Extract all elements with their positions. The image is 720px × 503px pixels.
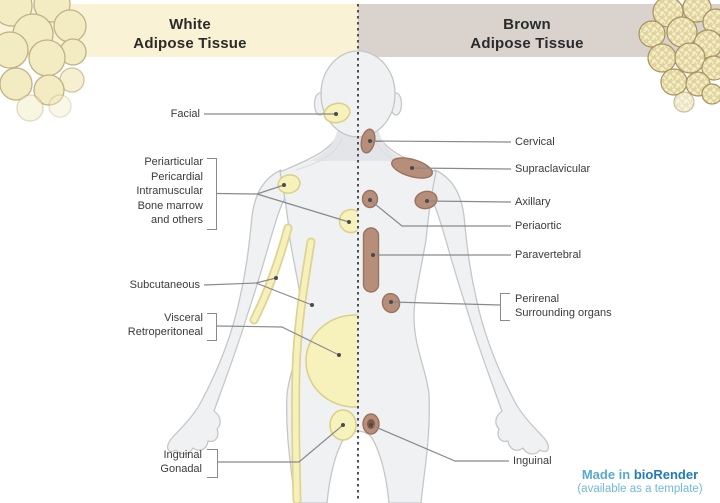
visceral-belly-deposit [305, 314, 358, 408]
paravertebral-deposit [362, 227, 380, 293]
biorender-credit: Made in bioRender (available as a templa… [565, 467, 715, 496]
left-arm [166, 169, 287, 455]
leader-dots [274, 112, 429, 427]
label-periaortic: Periaortic [515, 220, 562, 232]
label-subcutaneous: Subcutaneous [129, 279, 200, 291]
label-cervical: Cervical [515, 136, 555, 148]
white-fat-deposits [249, 102, 358, 503]
label-paravertebral: Paravertebral [515, 249, 582, 261]
label-supraclavicular: Supraclavicular [515, 163, 591, 175]
label-facial: Facial [170, 108, 200, 120]
label-axillary: Axillary [515, 196, 551, 208]
brown-adipocytes-illustration [638, 0, 720, 113]
bracket-inguinal-gonadal [207, 449, 218, 478]
label-perirenal-group: Perirenal Surrounding organs [515, 293, 612, 319]
right-arm [429, 169, 550, 455]
bracket-perirenal-group [500, 293, 510, 321]
white-adipocytes-illustration [0, 0, 87, 122]
made-in-biorender-text: Made in bioRender [581, 467, 699, 482]
bracket-visceral-group [207, 313, 217, 341]
white-adipose-title: White Adipose Tissue [133, 16, 247, 52]
bracket-periarticular-group [207, 158, 217, 230]
leader-lines [203, 113, 512, 463]
label-visceral-group: Visceral Retroperitoneal [127, 312, 203, 338]
brown-adipose-title: Brown Adipose Tissue [470, 16, 584, 52]
biorender-brand: bioRender [633, 467, 699, 482]
label-periarticular-group: Periarticular Pericardial Intramuscular … [136, 156, 203, 226]
template-availability-text: (available as a template) [577, 483, 703, 495]
label-inguinal-gonadal: Inguinal Gonadal [160, 449, 202, 475]
label-inguinal-brown: Inguinal [513, 455, 552, 467]
